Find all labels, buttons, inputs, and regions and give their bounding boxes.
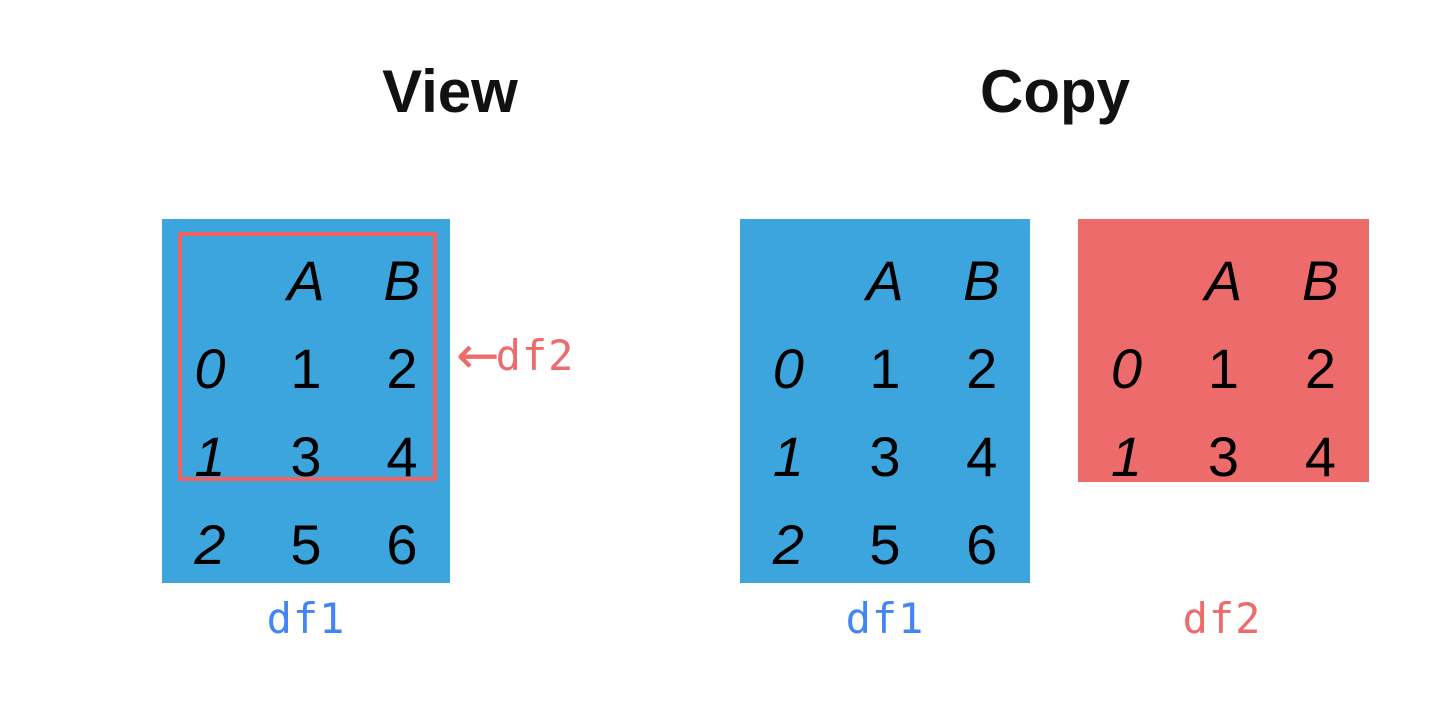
copy-df1-index-0: 0 bbox=[772, 337, 804, 400]
view-df2-annotation: ← df2 bbox=[456, 330, 574, 382]
copy-df2-cell-1-B: 4 bbox=[1304, 425, 1337, 488]
copy-df1-header-B: B bbox=[962, 249, 1001, 312]
view-df1-grid: A B 0 1 2 1 3 4 2 5 6 bbox=[162, 237, 450, 577]
view-df1-cell-1-A: 3 bbox=[290, 425, 322, 488]
copy-df1-index-2: 2 bbox=[772, 513, 804, 576]
panel-title-view: View bbox=[382, 58, 518, 125]
copy-df1-cell-1-B: 4 bbox=[966, 425, 998, 488]
view-df1-cell-0-B: 2 bbox=[386, 337, 418, 400]
view-df2-label: df2 bbox=[495, 331, 575, 380]
copy-df1-grid: A B 0 1 2 1 3 4 2 5 6 bbox=[740, 237, 1030, 577]
copy-df1-cell-2-B: 6 bbox=[966, 513, 998, 576]
view-df1-index-1: 1 bbox=[194, 425, 226, 488]
copy-df1-cell-1-A: 3 bbox=[869, 425, 901, 488]
view-df1-header-B: B bbox=[383, 249, 421, 312]
copy-df2-cell-1-A: 3 bbox=[1207, 425, 1240, 488]
view-df1-caption: df1 bbox=[266, 594, 346, 643]
copy-df2-index-1: 1 bbox=[1110, 425, 1143, 488]
copy-df1-caption: df1 bbox=[845, 594, 925, 643]
copy-df2-box: A B 0 1 2 1 3 4 bbox=[1078, 219, 1369, 485]
copy-df2-cell-0-A: 1 bbox=[1207, 337, 1240, 400]
view-df1-index-0: 0 bbox=[194, 337, 226, 400]
copy-df2-header-B: B bbox=[1301, 249, 1340, 312]
copy-df2-index-0: 0 bbox=[1110, 337, 1143, 400]
view-df1-index-2: 2 bbox=[194, 513, 226, 576]
copy-df1-cell-0-B: 2 bbox=[966, 337, 998, 400]
copy-df1-cell-2-A: 5 bbox=[869, 513, 901, 576]
view-df1-cell-0-A: 1 bbox=[290, 337, 322, 400]
left-arrow-icon: ← bbox=[456, 326, 500, 386]
view-df1-cell-2-A: 5 bbox=[290, 513, 322, 576]
view-df1-header-A: A bbox=[287, 249, 325, 312]
view-df1-cell-1-B: 4 bbox=[386, 425, 418, 488]
view-df1-box: A B 0 1 2 1 3 4 2 5 6 bbox=[162, 219, 450, 583]
copy-df1-cell-0-A: 1 bbox=[869, 337, 901, 400]
copy-df1-header-A: A bbox=[866, 249, 904, 312]
copy-df2-grid: A B 0 1 2 1 3 4 bbox=[1078, 237, 1369, 485]
view-df1-cell-2-B: 6 bbox=[386, 513, 418, 576]
copy-df1-index-1: 1 bbox=[772, 425, 804, 488]
panel-title-copy: Copy bbox=[980, 58, 1130, 125]
copy-df2-cell-0-B: 2 bbox=[1304, 337, 1337, 400]
copy-df2-caption: df2 bbox=[1182, 594, 1262, 643]
copy-df2-header-A: A bbox=[1204, 249, 1243, 312]
copy-df1-box: A B 0 1 2 1 3 4 2 5 6 bbox=[740, 219, 1030, 583]
